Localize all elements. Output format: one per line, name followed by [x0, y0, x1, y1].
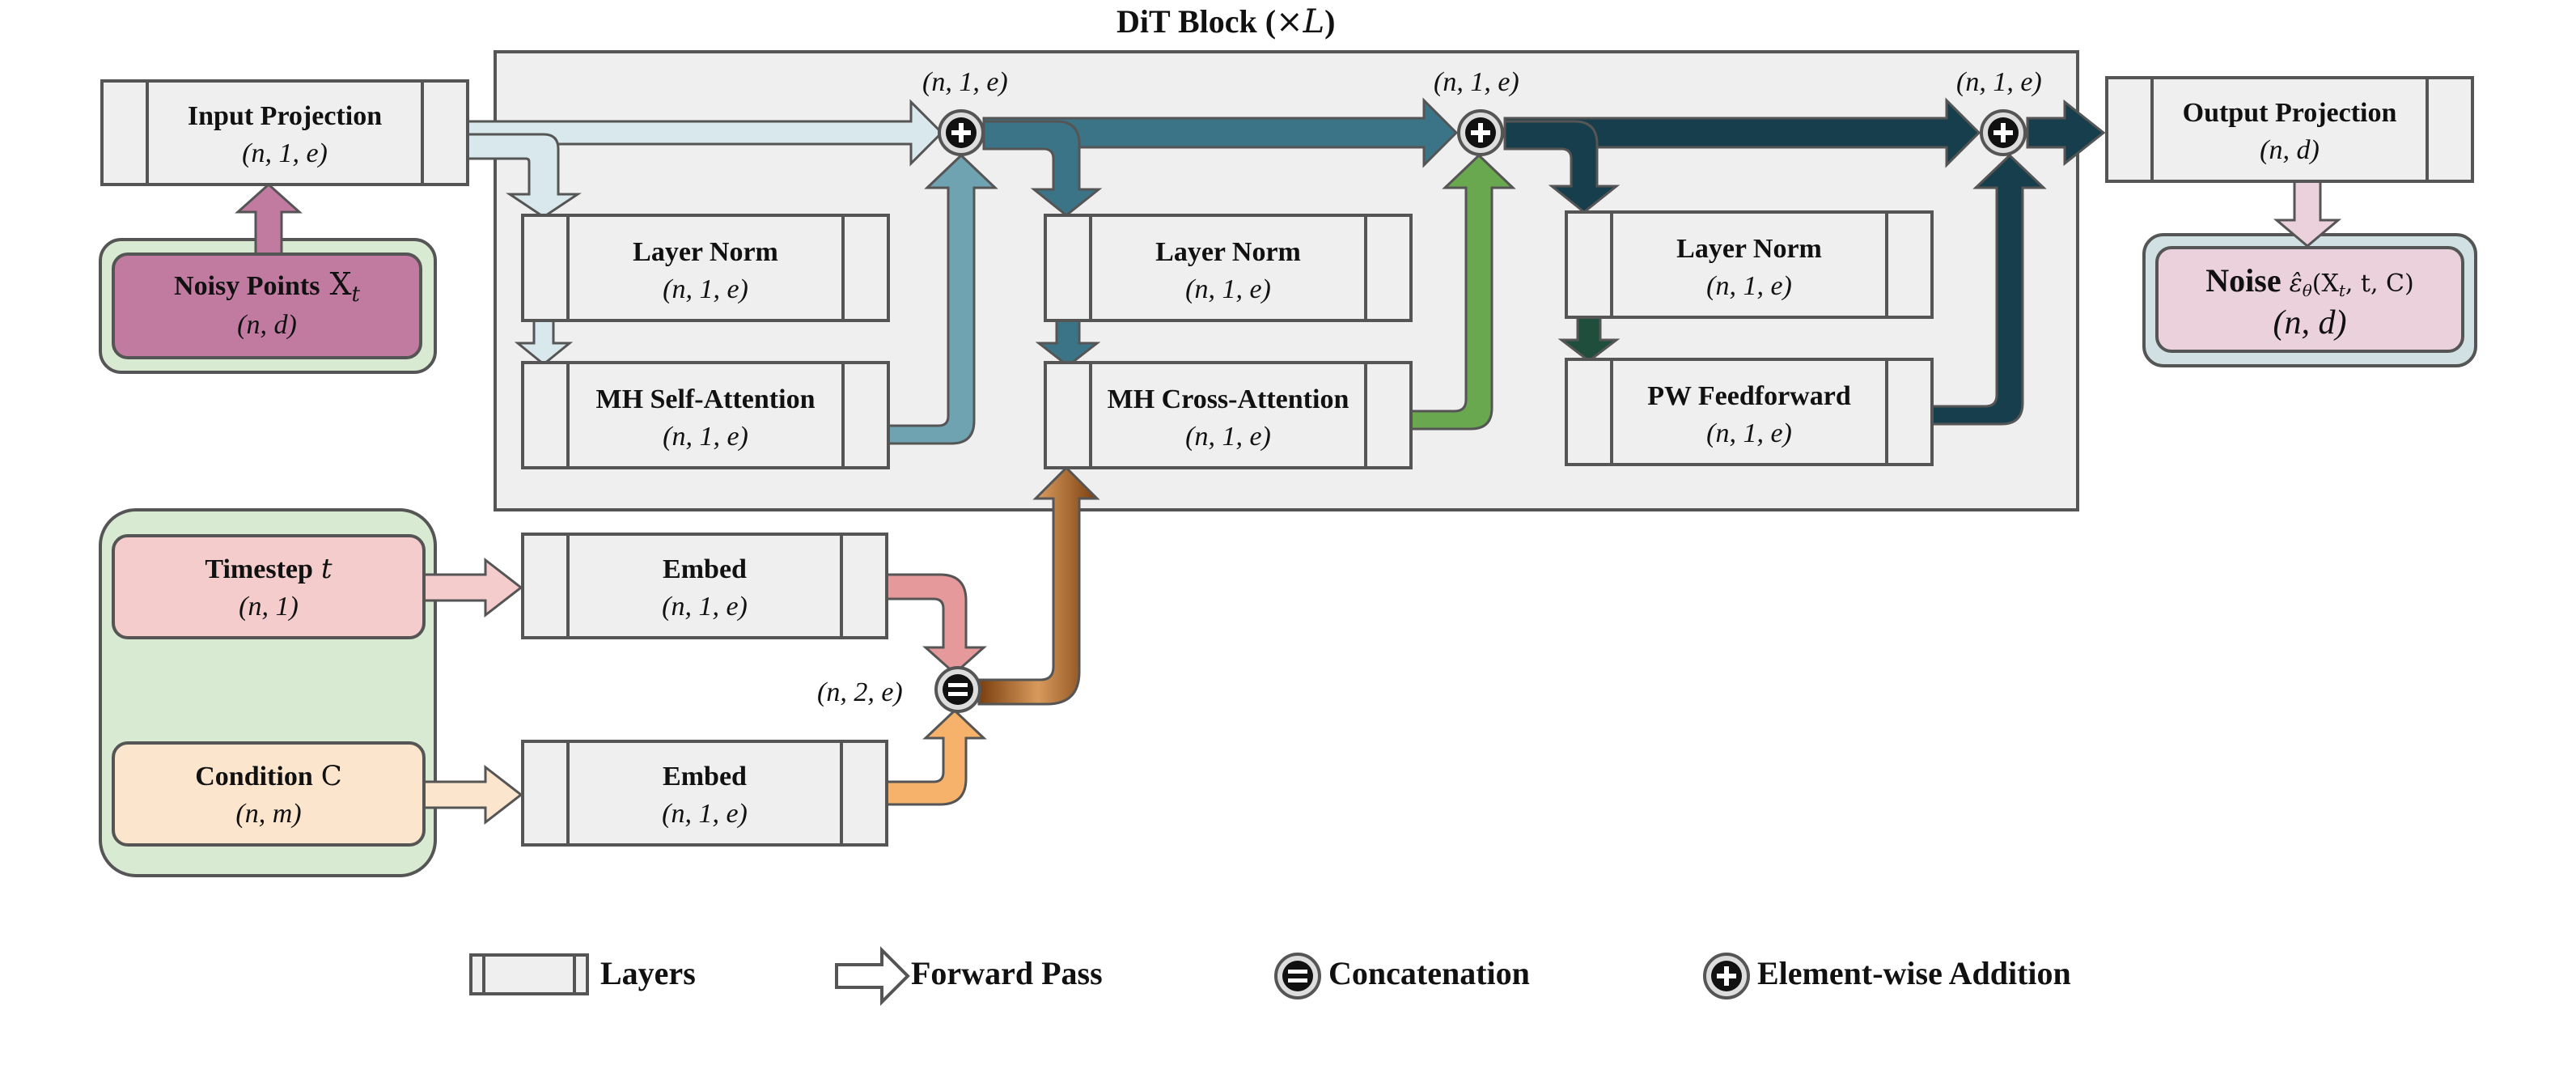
feedforward-box: PW Feedforward (n, 1, e) [1565, 358, 1934, 466]
arrow-embed-c-to-concat [885, 708, 987, 806]
concat-shape: (n, 2, e) [817, 677, 903, 707]
layer-norm-3-label: Layer Norm [1676, 234, 1822, 264]
arrow-concat-to-crossattn [977, 465, 1100, 706]
legend-concat-label: Concatenation [1328, 955, 1530, 991]
arrow-crossattn-to-add2 [1409, 153, 1516, 431]
noise-shape: (n, d) [2273, 304, 2347, 342]
noisy-points-shape: (n, d) [237, 310, 297, 340]
input-projection-box: Input Projection (n, 1, e) [100, 79, 469, 186]
arrow-ff-to-add3 [1930, 153, 2047, 426]
embed-timestep-shape: (n, 1, e) [662, 592, 748, 622]
legend: Layers Forward Pass Concatenation Elemen… [469, 946, 2071, 1006]
layer-norm-3-box: Layer Norm (n, 1, e) [1565, 210, 1934, 319]
add3-shape: (n, 1, e) [1956, 67, 2042, 97]
self-attention-box: MH Self-Attention (n, 1, e) [521, 361, 890, 469]
layer-norm-1-box: Layer Norm (n, 1, e) [521, 214, 890, 322]
timestep-shape: (n, 1) [239, 592, 299, 622]
self-attention-shape: (n, 1, e) [663, 422, 748, 452]
feedforward-shape: (n, 1, e) [1706, 418, 1792, 448]
arrow-selfattn-to-add1 [887, 153, 998, 445]
output-projection-box: Output Projection (n, d) [2105, 76, 2474, 183]
feedforward-label: PW Feedforward [1647, 381, 1851, 411]
cross-attention-box: MH Cross-Attention (n, 1, e) [1044, 361, 1413, 469]
arrow-norm1-to-attn [514, 319, 574, 366]
concat-icon [934, 666, 981, 713]
arrow-residual-to-norm1 [466, 133, 582, 219]
arrow-residual-to-norm2 [982, 120, 1103, 217]
cross-attention-shape: (n, 1, e) [1185, 422, 1271, 452]
add1-icon [938, 109, 985, 156]
embed-timestep-label: Embed [663, 554, 747, 584]
embed-condition-label: Embed [663, 762, 747, 792]
legend-layers-label: Layers [600, 955, 696, 991]
legend-concat-icon [1274, 953, 1321, 999]
add2-icon [1457, 109, 1504, 156]
cross-attention-label: MH Cross-Attention [1108, 384, 1349, 414]
layer-norm-2-box: Layer Norm (n, 1, e) [1044, 214, 1413, 322]
condition-shape: (n, m) [235, 799, 301, 829]
layer-norm-1-shape: (n, 1, e) [663, 274, 748, 304]
arrow-output-to-noise [2273, 180, 2342, 248]
legend-add-label: Element-wise Addition [1757, 955, 2071, 991]
layer-norm-3-shape: (n, 1, e) [1706, 271, 1792, 301]
dit-block-title: DiT Block (×L) [1116, 3, 1335, 40]
arrow-condition-to-embed [422, 764, 523, 825]
arrow-add3-to-output [2026, 99, 2106, 167]
self-attention-label: MH Self-Attention [595, 384, 815, 414]
legend-forward-icon [835, 946, 910, 1006]
embed-condition-shape: (n, 1, e) [662, 799, 748, 829]
add1-shape: (n, 1, e) [922, 67, 1008, 97]
input-projection-shape: (n, 1, e) [242, 138, 328, 168]
arrow-timestep-to-embed [422, 557, 523, 618]
arrow-norm2-to-attn [1035, 319, 1101, 367]
layer-norm-2-shape: (n, 1, e) [1185, 274, 1271, 304]
embed-condition-box: Embed (n, 1, e) [521, 740, 888, 847]
arrow-residual-to-norm3 [1503, 120, 1621, 214]
layer-norm-1-label: Layer Norm [633, 237, 778, 267]
input-projection-label: Input Projection [188, 101, 382, 131]
embed-timestep-box: Embed (n, 1, e) [521, 533, 888, 639]
legend-add-icon [1703, 953, 1750, 999]
arrow-noisy-to-input [235, 182, 303, 261]
arrow-norm3-to-ff [1557, 316, 1621, 363]
arrow-embed-t-to-concat [885, 573, 987, 676]
add2-shape: (n, 1, e) [1434, 67, 1519, 97]
add3-icon [1980, 109, 2027, 156]
layer-norm-2-label: Layer Norm [1155, 237, 1301, 267]
legend-layers-icon [469, 953, 589, 995]
legend-forward-label: Forward Pass [911, 955, 1103, 991]
output-projection-label: Output Projection [2183, 98, 2397, 128]
output-projection-shape: (n, d) [2260, 135, 2320, 165]
